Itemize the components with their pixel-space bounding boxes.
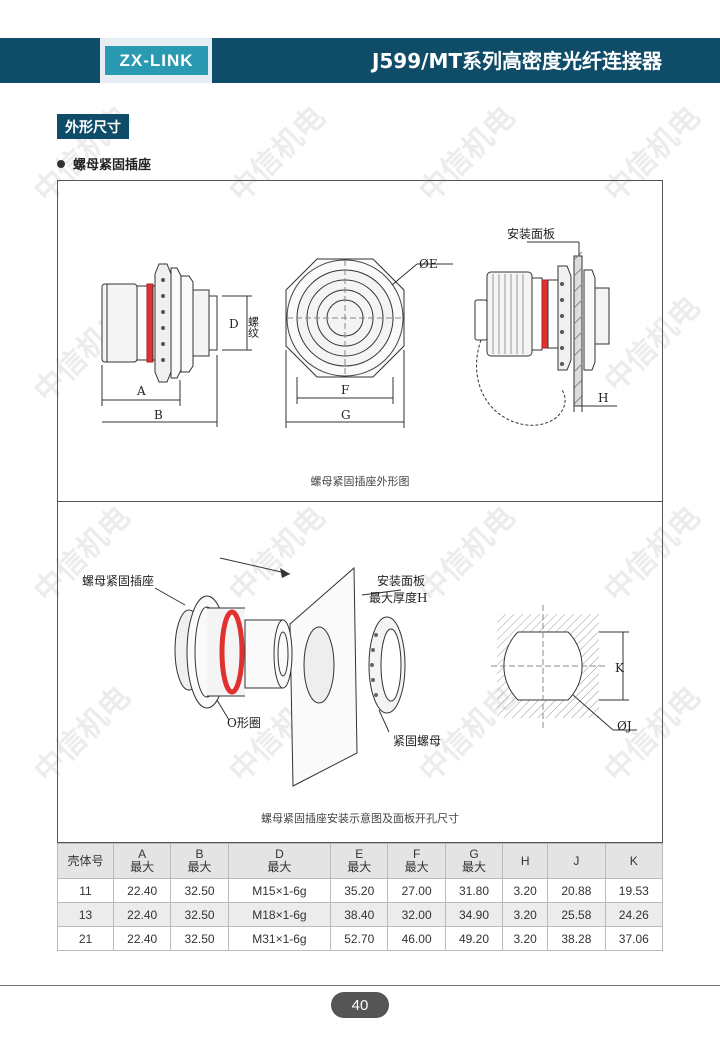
table-cell: 3.20: [502, 926, 549, 951]
table-cell: 38.28: [547, 926, 606, 951]
table-cell: 32.50: [170, 926, 229, 951]
dim-label-e: ØE: [419, 257, 438, 271]
table-row: 21 22.40 32.50 M31×1-6g 52.70 46.00 49.2…: [57, 926, 664, 951]
table-cell: 20.88: [547, 878, 606, 903]
table-row: 13 22.40 32.50 M18×1-6g 38.40 32.00 34.9…: [57, 902, 664, 927]
side-view-drawing: [101, 263, 252, 427]
table-cell: M18×1-6g: [227, 902, 332, 927]
table-cell: 22.40: [112, 902, 172, 927]
table-cell: M15×1-6g: [227, 878, 332, 903]
nut-callout: 紧固螺母: [393, 734, 441, 748]
table-cell: 46.00: [387, 926, 446, 951]
table-cell: 52.70: [330, 926, 389, 951]
dim-label-a: A: [136, 384, 146, 398]
table-cell: 13: [57, 902, 114, 927]
table-row: 11 22.40 32.50 M15×1-6g 35.20 27.00 31.8…: [57, 878, 664, 903]
dim-label-k: K: [615, 661, 625, 675]
table-cell: 25.58: [547, 902, 606, 927]
nut-illustration: [368, 616, 406, 714]
front-view-drawing: [285, 258, 453, 428]
table-cell: 22.40: [112, 926, 172, 951]
figure1-caption: 螺母紧固插座外形图: [310, 475, 410, 488]
table-header: J: [547, 843, 606, 879]
table-cell: 19.53: [604, 878, 664, 903]
table-cell: 37.06: [604, 926, 664, 951]
sub-heading: 螺母紧固插座: [57, 154, 151, 173]
drawing-frame: [57, 180, 663, 843]
table-header: K: [604, 843, 664, 879]
table-cell: 32.50: [170, 878, 229, 903]
table-cell: 11: [57, 878, 114, 903]
table-cell: 22.40: [112, 878, 172, 903]
bullet-icon: [57, 159, 65, 168]
oring-callout: O形圈: [227, 716, 261, 730]
table-cell: M31×1-6g: [227, 926, 332, 951]
table-cell: 35.20: [330, 878, 389, 903]
dim-label-h: H: [598, 391, 608, 405]
table-header: H: [502, 843, 549, 879]
page-number: 40: [331, 992, 389, 1018]
table-cell: 38.40: [330, 902, 389, 927]
table-cell: 49.20: [444, 926, 504, 951]
dim-label-j: ØJ: [617, 719, 632, 733]
dim-label-f: F: [341, 383, 349, 397]
receptacle-callout: 螺母紧固插座: [82, 573, 154, 588]
table-cell: 31.80: [444, 878, 504, 903]
table-header: 壳体号: [57, 843, 114, 879]
section-tag: 外形尺寸: [57, 114, 129, 139]
sub-heading-label: 螺母紧固插座: [73, 158, 152, 173]
footer-rule: [0, 985, 720, 986]
technical-drawings: A B D 螺纹 ØE F G: [82, 226, 637, 787]
panel-callout: 安装面板: [377, 573, 425, 588]
panel-thickness-callout: 最大厚度H: [369, 590, 427, 605]
table-cell: 32.00: [387, 902, 446, 927]
brand-logo: ZX-LINK: [105, 46, 208, 75]
page-title: J599/MT系列高密度光纤连接器: [371, 49, 662, 73]
dim-label-d: D: [229, 317, 239, 331]
table-cell: 32.50: [170, 902, 229, 927]
panel-view-drawing: [474, 241, 617, 426]
table-cell: 34.90: [444, 902, 504, 927]
table-cell: 27.00: [387, 878, 446, 903]
panel-cutout-drawing: [491, 605, 637, 731]
table-cell: 3.20: [502, 878, 549, 903]
figure2-caption: 螺母紧固插座安装示意图及面板开孔尺寸: [261, 812, 459, 825]
thread-label: 螺纹: [247, 316, 260, 338]
dim-label-b: B: [154, 408, 163, 422]
header-band: ZX-LINK J599/MT系列高密度光纤连接器: [0, 38, 720, 83]
panel-label: 安装面板: [507, 226, 555, 241]
install-illustration: [154, 557, 406, 787]
receptacle-body: [174, 595, 293, 709]
table-cell: 3.20: [502, 902, 549, 927]
frame-divider: [57, 501, 663, 502]
table-cell: 21: [57, 926, 114, 951]
table-cell: 24.26: [604, 902, 664, 927]
dim-label-g: G: [341, 408, 351, 422]
